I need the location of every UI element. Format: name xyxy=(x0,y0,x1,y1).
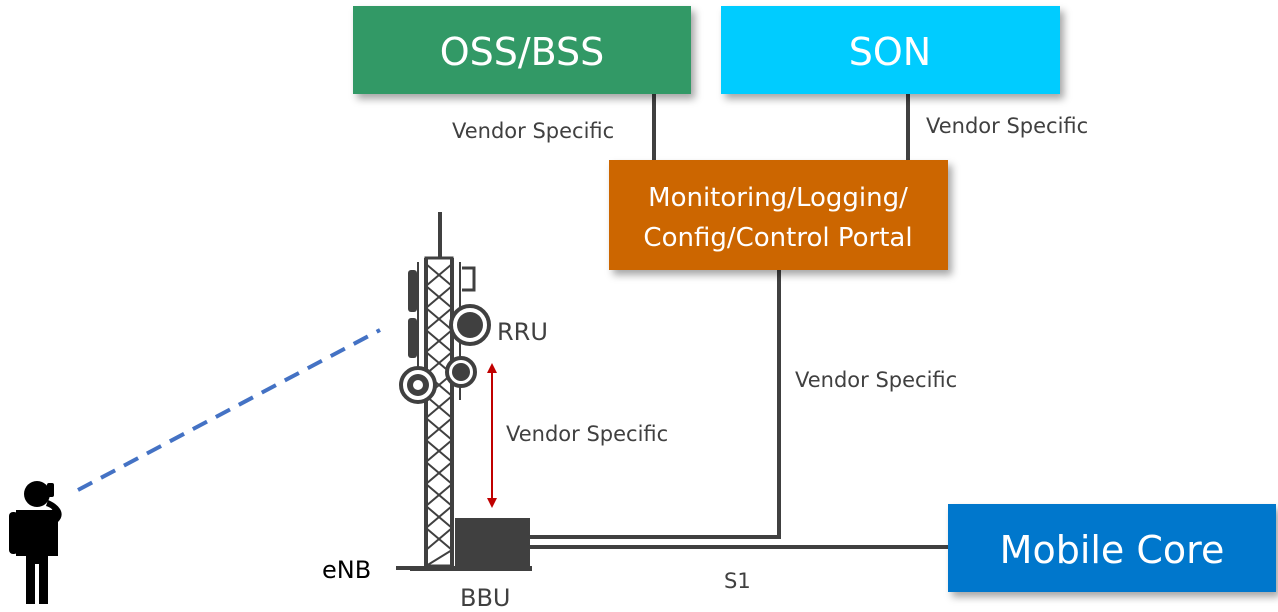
panel-antenna-right xyxy=(462,266,476,292)
radio-link xyxy=(77,328,381,492)
rru-dish-middle xyxy=(445,356,477,388)
oss-bss-label: OSS/BSS xyxy=(440,30,605,74)
son-node: SON xyxy=(721,6,1060,94)
panel-antenna-left-bottom xyxy=(408,318,417,358)
person-left-arm xyxy=(9,512,18,554)
son-portal-edge-label: Vendor Specific xyxy=(926,114,1088,138)
tower-base xyxy=(410,566,532,571)
portal-box xyxy=(609,160,948,270)
person-phone xyxy=(47,483,54,497)
oss-bss-node: OSS/BSS xyxy=(353,6,691,94)
bbu-label: BBU xyxy=(460,584,511,612)
panel-antenna-left-top xyxy=(408,270,417,312)
person-head xyxy=(24,481,50,507)
portal-label-line-2: Config/Control Portal xyxy=(643,223,912,253)
oss-portal-edge-label: Vendor Specific xyxy=(452,119,614,143)
oss-bss-box xyxy=(353,6,691,94)
rru-label: RRU xyxy=(497,318,548,346)
rru-dish-left xyxy=(399,366,437,404)
tower-mast-tip xyxy=(438,212,442,260)
cell-tower-icon xyxy=(399,212,532,571)
portal-bbu-edge-label: Vendor Specific xyxy=(795,368,957,392)
portal-bbu-line xyxy=(530,270,781,539)
tower-lattice xyxy=(417,256,461,568)
portal-label-line-1: Monitoring/Logging/ xyxy=(648,183,908,213)
rru-bbu-edge-label: Vendor Specific xyxy=(506,422,668,446)
mobile-core-node: Mobile Core xyxy=(948,504,1276,592)
bbu-core-edge-label: S1 xyxy=(724,569,751,593)
son-box xyxy=(721,6,1060,94)
rru-dish-top xyxy=(449,304,491,346)
mobile-core-label: Mobile Core xyxy=(1000,528,1225,572)
enb-label: eNB xyxy=(322,556,371,584)
mobile-core-box xyxy=(948,504,1276,592)
connectors xyxy=(77,94,948,570)
bbu-cabinet xyxy=(455,518,530,568)
person-on-phone-icon xyxy=(9,481,62,604)
portal-node: Monitoring/Logging/ Config/Control Porta… xyxy=(609,160,948,270)
person-body xyxy=(16,510,58,604)
son-label: SON xyxy=(849,30,931,74)
